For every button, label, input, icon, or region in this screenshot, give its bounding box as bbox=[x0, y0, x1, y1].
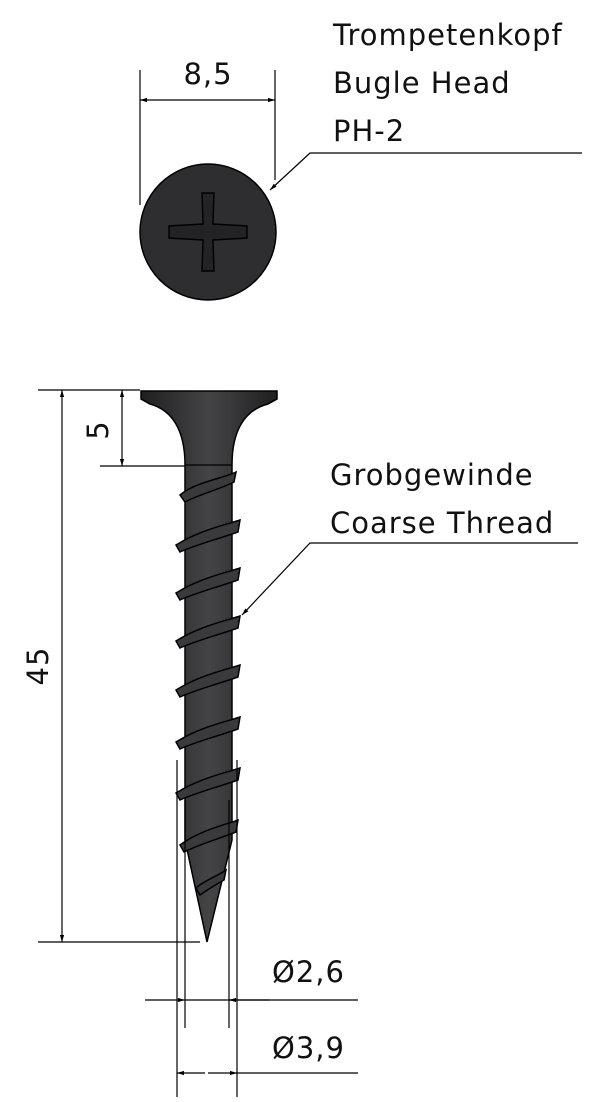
screw-body bbox=[140, 390, 278, 943]
thread-turn bbox=[174, 766, 241, 801]
length-dimension: 45 bbox=[21, 389, 200, 943]
thread-turn bbox=[174, 715, 241, 750]
callout-line: PH-2 bbox=[333, 114, 405, 148]
length-label: 45 bbox=[21, 647, 55, 686]
thread-turn bbox=[178, 470, 238, 503]
thread-turn bbox=[174, 518, 241, 553]
thread-turn bbox=[174, 614, 241, 649]
head-height-dimension: 5 bbox=[81, 390, 185, 467]
outer-diameter-dimension: Ø3,9 bbox=[176, 760, 358, 1097]
phillips-cross-icon bbox=[168, 192, 248, 272]
head-top-view bbox=[139, 163, 277, 301]
head-diameter-label: 8,5 bbox=[183, 57, 232, 91]
head-callout: Trompetenkopf Bugle Head PH-2 bbox=[269, 18, 582, 191]
callout-line: Bugle Head bbox=[333, 66, 511, 100]
thread-turn bbox=[174, 663, 241, 698]
callout-line: Trompetenkopf bbox=[332, 18, 563, 52]
thread-turn bbox=[174, 566, 241, 601]
core-diameter-dimension: Ø2,6 bbox=[145, 800, 358, 1028]
core-diameter-label: Ø2,6 bbox=[272, 955, 345, 989]
head-height-label: 5 bbox=[81, 420, 115, 439]
outer-diameter-label: Ø3,9 bbox=[272, 1031, 345, 1065]
thread-turn bbox=[195, 868, 228, 897]
callout-line: Coarse Thread bbox=[330, 506, 554, 540]
head-diameter-dimension: 8,5 bbox=[139, 57, 276, 205]
thread-callout: Grobgewinde Coarse Thread bbox=[241, 458, 578, 616]
callout-line: Grobgewinde bbox=[330, 458, 534, 492]
thread-turns bbox=[174, 470, 241, 897]
screw-side-view bbox=[140, 390, 278, 943]
